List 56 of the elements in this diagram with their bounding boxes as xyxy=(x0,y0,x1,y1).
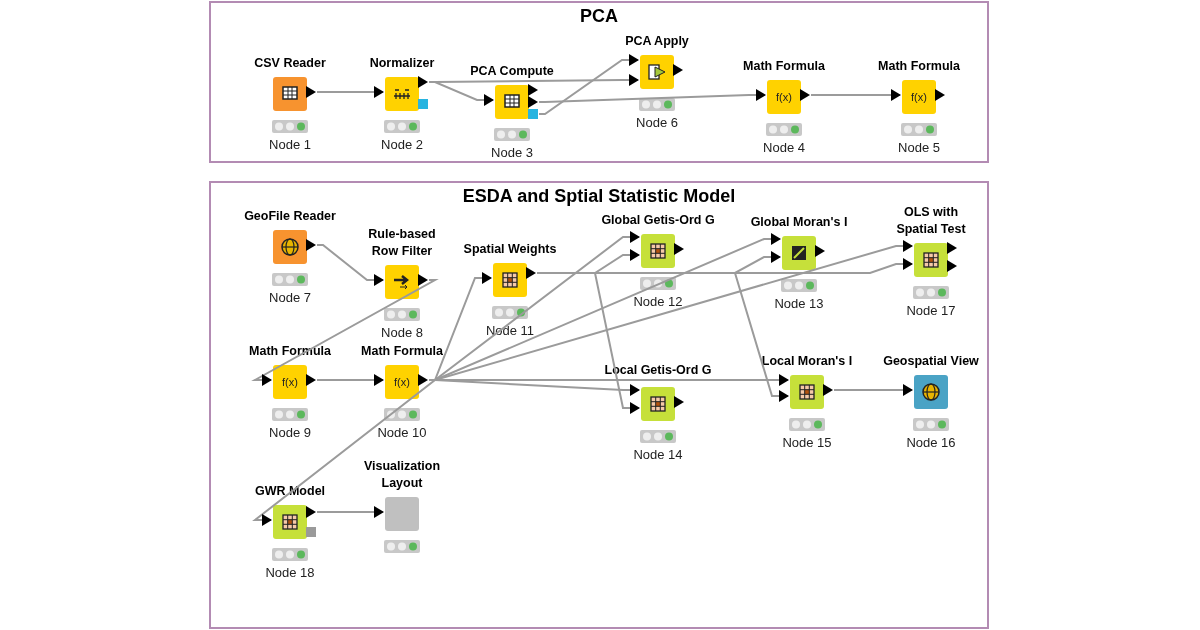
connection-arrow xyxy=(833,384,913,396)
node-label: Node 5 xyxy=(898,140,940,156)
node-label: Node 14 xyxy=(633,447,683,463)
connection-arrow xyxy=(251,279,439,386)
node-label: Node 1 xyxy=(269,137,311,153)
node-label: Node 7 xyxy=(269,290,311,306)
node-label: Node 18 xyxy=(265,565,315,581)
node-label: Node 8 xyxy=(381,325,423,341)
node-label: Node 9 xyxy=(269,425,311,441)
node-title: Local Getis-Ord G xyxy=(604,362,712,379)
connection-arrow xyxy=(252,379,438,526)
node-label: Node 3 xyxy=(491,145,533,161)
node-title: GeoFile Reader xyxy=(244,208,336,225)
connection-arrow xyxy=(316,374,384,386)
connection-arrow xyxy=(316,506,384,518)
node-title: Rule-based Row Filter xyxy=(367,226,437,260)
connection-arrow xyxy=(538,54,639,115)
node-title: Global Moran's I xyxy=(750,214,848,231)
node-title: Normalizer xyxy=(369,55,435,72)
node-label: Node 6 xyxy=(636,115,678,131)
node-title: Math Formula xyxy=(878,58,960,75)
connection-arrow xyxy=(538,89,766,103)
node-title: GWR Model xyxy=(254,483,326,500)
group-frame xyxy=(209,1,989,163)
node-title: CSV Reader xyxy=(254,55,326,72)
node-title: OLS with Spatial Test xyxy=(895,204,967,238)
formula-glyph: f(x) xyxy=(911,91,927,103)
connection-arrow xyxy=(316,86,384,98)
node-title: PCA Compute xyxy=(470,63,554,80)
node-label: Node 17 xyxy=(906,303,956,319)
node-label: Node 11 xyxy=(485,323,535,339)
node-title: Math Formula xyxy=(361,343,443,360)
node-label: Node 16 xyxy=(906,435,956,451)
connection-arrow xyxy=(810,89,901,101)
node-label: Node 15 xyxy=(782,435,832,451)
node-title: Visualization Layout xyxy=(362,458,442,492)
formula-glyph: f(x) xyxy=(282,376,298,388)
node-title: Math Formula xyxy=(249,343,331,360)
node-title: Local Moran's I xyxy=(761,353,853,370)
group-title: ESDA and Sptial Statistic Model xyxy=(461,185,737,208)
formula-glyph: f(x) xyxy=(776,91,792,103)
node-title: Spatial Weights xyxy=(463,241,557,258)
node-title: Geospatial View xyxy=(883,353,979,370)
node-label: Node 12 xyxy=(633,294,683,310)
node-title: Global Getis-Ord G xyxy=(601,212,715,229)
node-title: Math Formula xyxy=(743,58,825,75)
group-title: PCA xyxy=(579,5,619,28)
connection-arrow xyxy=(428,74,639,86)
node-label: Node 13 xyxy=(774,296,824,312)
group-frame xyxy=(209,181,989,629)
formula-glyph: f(x) xyxy=(394,376,410,388)
node-label: Node 2 xyxy=(381,137,423,153)
node-label: Node 4 xyxy=(763,140,805,156)
node-title: PCA Apply xyxy=(625,33,689,50)
connection-arrow xyxy=(316,244,384,286)
node-label: Node 10 xyxy=(377,425,427,441)
